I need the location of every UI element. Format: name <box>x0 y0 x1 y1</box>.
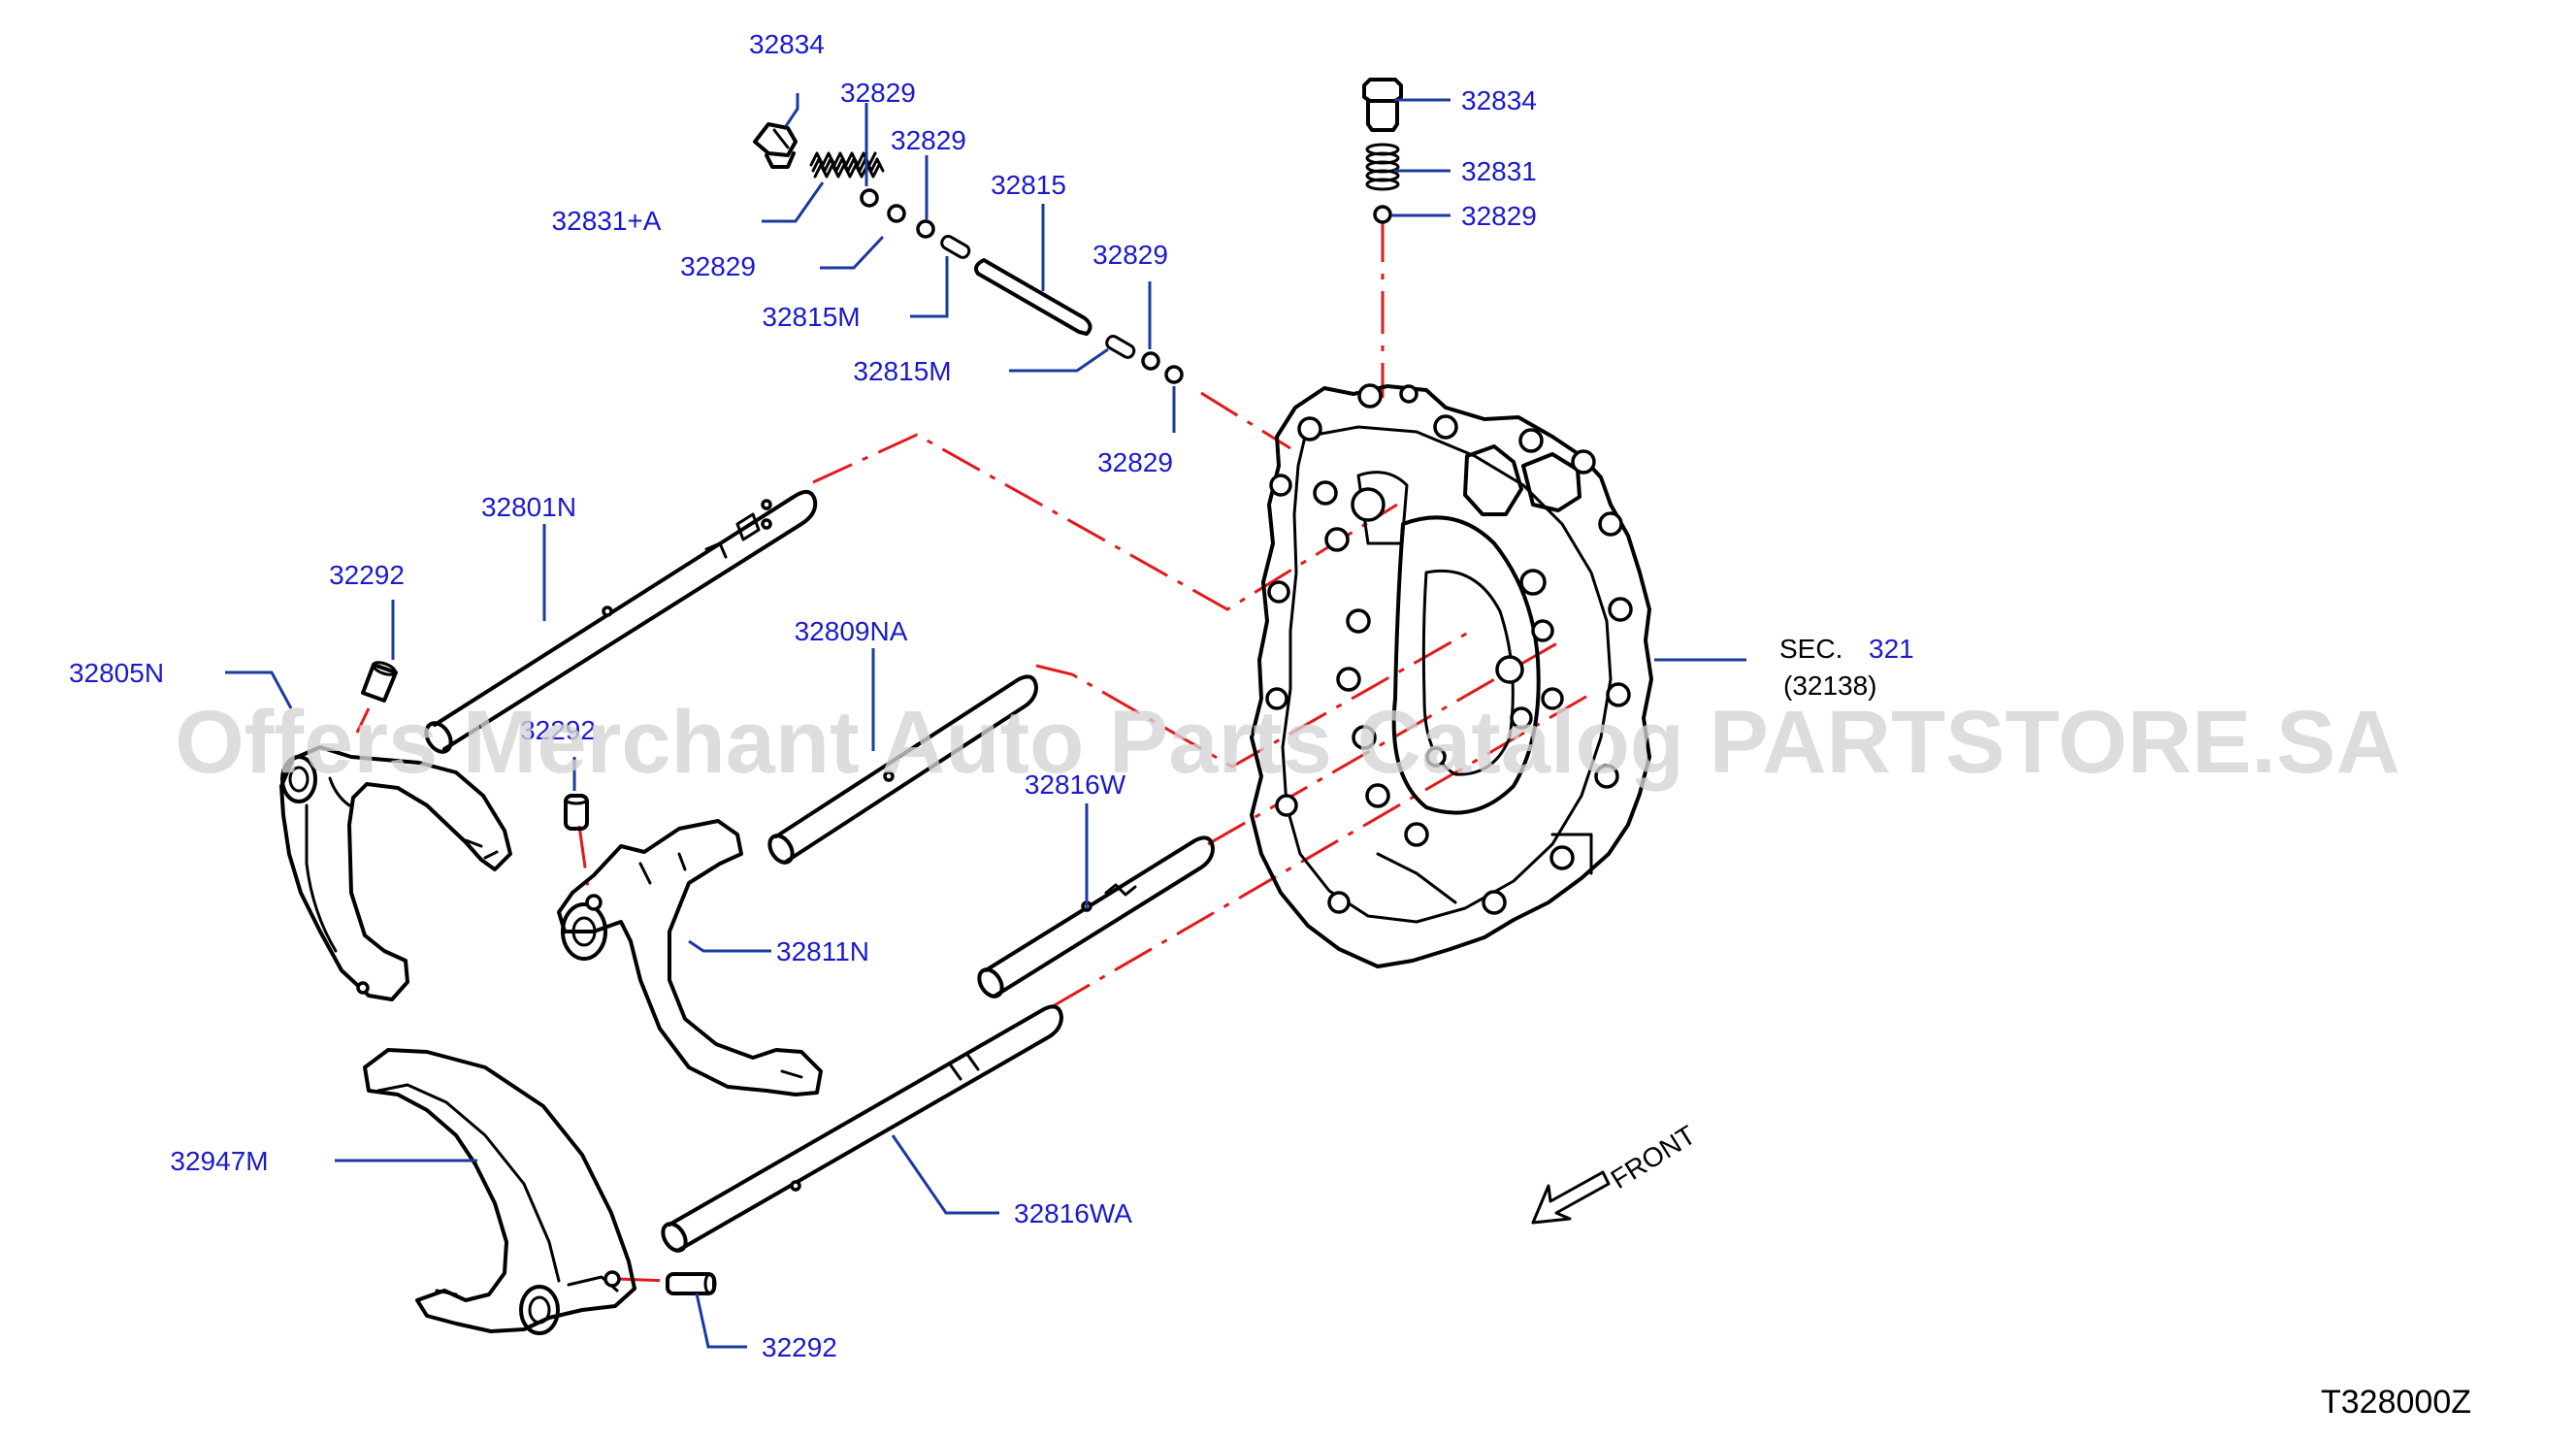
label-32829-a[interactable]: 32829 <box>840 78 916 108</box>
label-32816wa[interactable]: 32816WA <box>1014 1198 1132 1228</box>
transmission-case-sec-321 <box>1250 383 1653 968</box>
pin-32292-lower <box>666 1272 717 1295</box>
pin-32815m-upper <box>940 235 971 259</box>
label-32816w[interactable]: 32816W <box>1025 769 1126 800</box>
ball-32829-5 <box>1164 365 1184 384</box>
sec-sub: (32138) <box>1783 671 1877 701</box>
ball-32829-6 <box>1373 205 1392 224</box>
front-label: FRONT <box>1606 1120 1701 1195</box>
interlock-rod-32815 <box>974 258 1092 336</box>
label-32829-e[interactable]: 32829 <box>1097 447 1173 477</box>
label-32834-left[interactable]: 32834 <box>749 29 825 59</box>
label-32831a[interactable]: 32831+A <box>552 206 662 236</box>
sec-link-321[interactable]: 321 <box>1869 634 1914 664</box>
front-arrow-icon <box>1531 1170 1611 1225</box>
ball-32829-2 <box>887 204 906 223</box>
shift-fork-32805n <box>279 745 512 1001</box>
label-32815[interactable]: 32815 <box>991 170 1066 200</box>
label-32815m-lower[interactable]: 32815M <box>853 356 951 386</box>
label-32292-mid[interactable]: 32292 <box>520 715 596 745</box>
label-32292-lower[interactable]: 32292 <box>762 1332 837 1362</box>
shift-fork-32947m <box>363 1048 636 1335</box>
diagram-code: T328000Z <box>2321 1384 2471 1421</box>
fork-rod-32801n <box>424 489 818 754</box>
label-32829-b[interactable]: 32829 <box>891 125 966 155</box>
label-32809na[interactable]: 32809NA <box>795 616 908 646</box>
ball-32829-3 <box>916 219 935 239</box>
label-32829-c[interactable]: 32829 <box>680 251 756 281</box>
label-32947m[interactable]: 32947M <box>170 1146 268 1176</box>
plug-32834-right <box>1362 78 1403 132</box>
leader-lines <box>225 93 1746 1349</box>
ball-32829-1 <box>860 188 879 208</box>
fork-rod-32809na <box>767 674 1038 865</box>
label-32815m-upper[interactable]: 32815M <box>762 302 860 332</box>
pin-32292-upper <box>361 661 398 703</box>
pin-32292-mid <box>564 794 589 831</box>
pin-32815m-lower <box>1105 334 1136 359</box>
label-32834-right[interactable]: 32834 <box>1461 85 1537 115</box>
label-32801n[interactable]: 32801N <box>481 492 576 522</box>
spring-32831-right <box>1365 143 1400 191</box>
watermark: Offers Merchant Auto Parts Catalog PARTS… <box>175 693 2400 792</box>
spring-32831a-left <box>809 151 885 179</box>
label-32805n[interactable]: 32805N <box>69 658 164 688</box>
fork-rod-32816w <box>977 835 1215 998</box>
label-32829-f[interactable]: 32829 <box>1461 201 1537 231</box>
label-32831[interactable]: 32831 <box>1461 156 1537 186</box>
plug-32834-left <box>753 122 798 169</box>
shift-fork-32811n <box>557 819 823 1096</box>
sec-prefix: SEC. <box>1779 634 1842 664</box>
label-32811n[interactable]: 32811N <box>776 936 869 966</box>
label-32292-upper[interactable]: 32292 <box>329 560 405 590</box>
label-32829-d[interactable]: 32829 <box>1092 240 1168 270</box>
ball-32829-4 <box>1141 351 1160 371</box>
fork-rod-32816wa <box>661 1004 1063 1253</box>
